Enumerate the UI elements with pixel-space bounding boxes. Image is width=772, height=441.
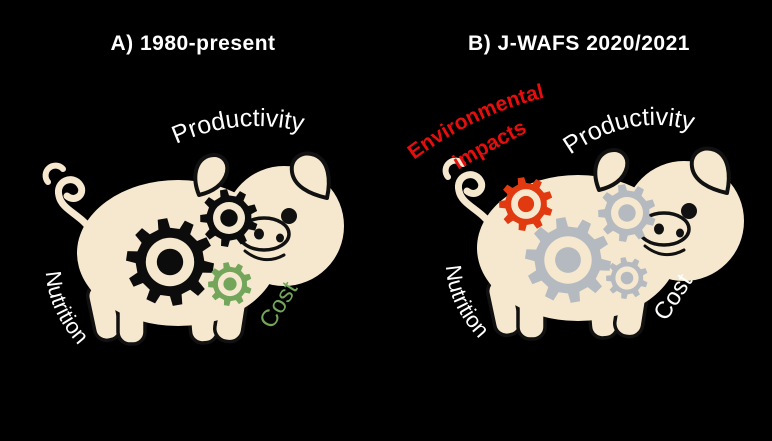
gear-hub [220, 209, 238, 227]
pig-illustration-a: Productivity Nutrition Cost [41, 104, 386, 349]
panel-a-title: A) 1980-present [110, 32, 276, 55]
panel-b-title: B) J-WAFS 2020/2021 [468, 32, 690, 55]
gear-hub [156, 248, 184, 276]
gear-icon-small [606, 257, 648, 299]
panel-jwafs-2020-2021: B) J-WAFS 2020/2021 Environmental impact… [386, 0, 772, 441]
gears-b [499, 177, 656, 303]
gear-hub [618, 204, 636, 222]
gears-a [126, 189, 258, 306]
gear-hub [555, 247, 581, 273]
gear-hub [620, 271, 634, 285]
gear-icon-medium [598, 184, 656, 242]
gear-icon-environmental [499, 177, 553, 231]
pig-illustration-b: Environmental impacts Productivity Nutri… [404, 80, 772, 441]
label-productivity-b: Productivity [558, 103, 698, 160]
gear-icon-large [126, 218, 214, 306]
gear-icon-medium [200, 189, 258, 247]
gear-hub [223, 277, 237, 291]
gear-hub [517, 195, 535, 213]
panel-1980-present: A) 1980-present Productivity Nutrition C… [41, 32, 386, 349]
gear-icon-large [525, 217, 611, 303]
label-productivity-a: Productivity [168, 104, 308, 149]
gear-icon-cost [208, 262, 252, 306]
